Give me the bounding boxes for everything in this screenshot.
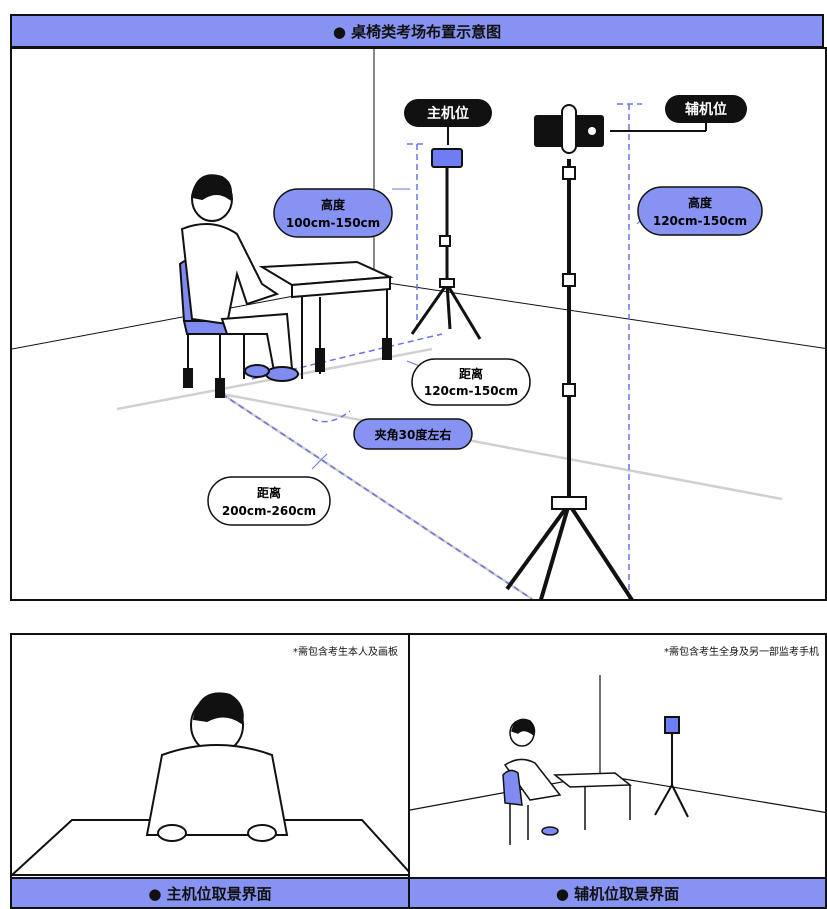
svg-text:辅机位: 辅机位 [685, 101, 727, 118]
left-panel-note: *需包含考生本人及画板 [293, 647, 398, 658]
student-icon [180, 174, 299, 382]
main-diagram: 主机位 辅机位 高度 100cm-150cm 高度 120cm-150cm 距离… [10, 47, 827, 601]
svg-text:高度: 高度 [688, 195, 713, 210]
aux-camera-view [410, 675, 825, 845]
room-scene: 主机位 辅机位 高度 100cm-150cm 高度 120cm-150cm 距离… [12, 49, 825, 599]
svg-text:100cm-150cm: 100cm-150cm [286, 216, 380, 230]
svg-text:距离: 距离 [257, 485, 281, 500]
phone-icon [431, 148, 463, 168]
left-caption: ● 主机位取景界面 [148, 884, 272, 903]
angle-badge: 夹角30度左右 [353, 418, 473, 450]
desk-icon [258, 260, 394, 379]
left-caption-bar: ● 主机位取景界面 [10, 877, 410, 909]
aux-phone-icon [534, 104, 604, 154]
title-banner: ● 桌椅类考场布置示意图 [10, 14, 824, 48]
distance-aux-badge: 距离 200cm-260cm [207, 476, 331, 526]
distance-main-badge: 距离 120cm-150cm [411, 358, 531, 406]
right-caption-bar: ● 辅机位取景界面 [408, 877, 827, 909]
svg-text:120cm-150cm: 120cm-150cm [424, 384, 518, 398]
right-panel-note: *需包含考生全身及另一部监考手机 [664, 647, 819, 658]
aux-camera-label: 辅机位 [610, 95, 747, 132]
svg-text:主机位: 主机位 [427, 105, 469, 122]
height-aux-badge: 高度 120cm-150cm [637, 186, 763, 236]
svg-text:120cm-150cm: 120cm-150cm [653, 214, 747, 228]
main-camera-view-panel: *需包含考生本人及画板 [10, 633, 410, 879]
aux-camera-view-panel: *需包含考生全身及另一部监考手机 [408, 633, 827, 879]
svg-text:距离: 距离 [459, 366, 483, 381]
tripod-icon [410, 164, 482, 340]
right-caption: ● 辅机位取景界面 [555, 884, 680, 903]
main-camera-label: 主机位 [404, 99, 492, 145]
svg-text:夹角30度左右: 夹角30度左右 [375, 427, 452, 442]
height-main-badge: 高度 100cm-150cm [273, 188, 393, 238]
aux-tripod-icon [505, 159, 634, 599]
page-title: ● 桌椅类考场布置示意图 [332, 22, 502, 41]
main-camera-view [12, 692, 408, 876]
svg-text:200cm-260cm: 200cm-260cm [222, 504, 316, 518]
svg-text:高度: 高度 [321, 197, 346, 212]
